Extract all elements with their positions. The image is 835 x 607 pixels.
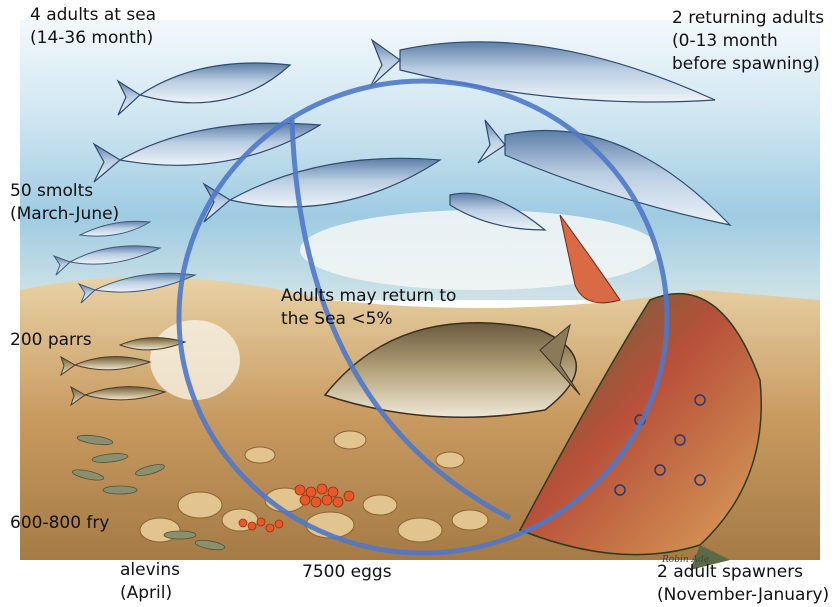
label-parrs: 200 parrs	[10, 329, 92, 352]
label-alevins: alevins (April)	[120, 559, 180, 605]
label-eggs: 7500 eggs	[302, 561, 392, 584]
white-water-foam	[300, 210, 660, 290]
label-fry: 600-800 fry	[10, 512, 109, 535]
label-adult-spawners: 2 adult spawners (November-January)	[657, 561, 829, 607]
label-returning-adults: 2 returning adults (0-13 month before sp…	[672, 7, 824, 76]
label-smolts: 50 smolts (March-June)	[10, 180, 119, 226]
label-adults-at-sea: 4 adults at sea (14-36 month)	[30, 4, 156, 50]
foam-left	[150, 320, 240, 400]
label-return-to-sea-note: Adults may return to the Sea <5%	[281, 285, 456, 331]
